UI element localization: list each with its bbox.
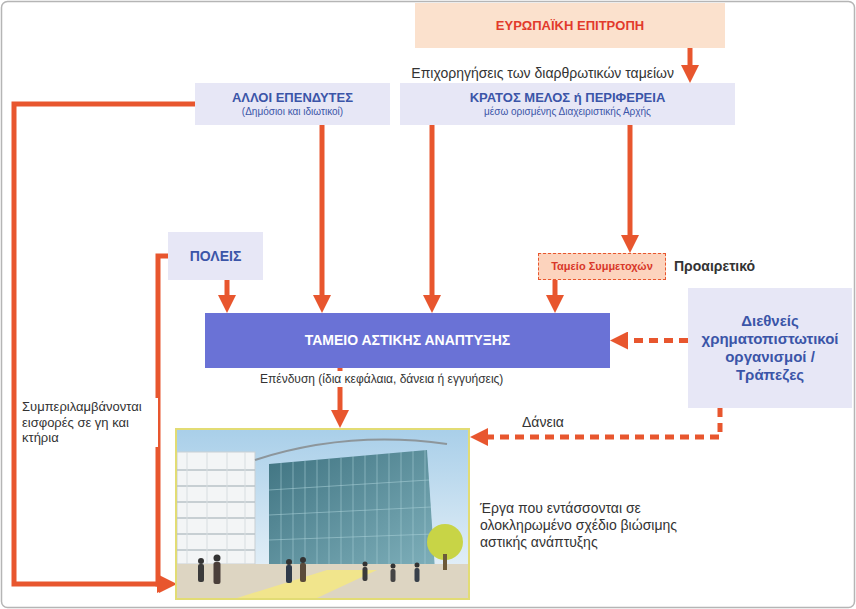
node-title: ΕΥΡΩΠΑΪΚΗ ΕΠΙΤΡΟΠΗ <box>496 18 644 34</box>
cities-box: ΠΟΛΕΙΣ <box>168 232 263 280</box>
commission-box: ΕΥΡΩΠΑΪΚΗ ΕΠΙΤΡΟΠΗ <box>415 3 725 48</box>
node-title: ΑΛΛΟΙ ΕΠΕΝΔΥΤΕΣ <box>232 90 353 106</box>
flow-arrow <box>225 280 230 295</box>
investors-box: ΑΛΛΟΙ ΕΠΕΝΔΥΤΕΣ(Δημόσιοι και ιδιωτικοί) <box>195 83 390 125</box>
person-head <box>391 564 396 569</box>
flow-arrow <box>14 104 195 584</box>
tree-trunk <box>443 554 447 570</box>
node-title: Έργα που εντάσσονται σε ολοκληρωμένο σχέ… <box>480 500 685 550</box>
investment-label: Επένδυση (ίδια κεφάλαια, δάνεια ή εγγυήσ… <box>258 371 505 387</box>
project-image-box: Έργα που εντάσσονται σε ολοκληρωμένο σχέ… <box>175 428 470 600</box>
person-head <box>363 562 368 567</box>
building-columns <box>187 452 245 564</box>
node-title: ΠΟΛΕΙΣ <box>190 248 242 265</box>
flow-arrow <box>158 256 168 584</box>
optional-note: Προαιρετικό <box>674 258 755 275</box>
person-head <box>198 558 204 564</box>
person-head <box>300 557 306 563</box>
person-head <box>415 563 420 568</box>
glass-mullions <box>281 450 425 570</box>
node-title: ΚΡΑΤΟΣ ΜΕΛΟΣ ή ΠΕΡΙΦΕΡΕΙΑ <box>470 90 666 106</box>
contribution-label: Συμπεριλαμβάνονται εισφορές σε γη και κτ… <box>20 398 158 447</box>
flow-arrow <box>688 48 693 65</box>
person-body <box>391 569 396 582</box>
yellow-path <box>237 570 377 598</box>
glass-transoms <box>269 480 433 540</box>
sky <box>177 430 468 598</box>
flow-arrow <box>628 125 633 235</box>
white-building <box>177 452 255 564</box>
node-title: Διεθνείς χρηματοπιστωτικοί οργανισμοί / … <box>694 312 846 384</box>
banks-box: Διεθνείς χρηματοπιστωτικοί οργανισμοί / … <box>688 288 852 408</box>
building-floors <box>177 470 255 550</box>
person-body <box>300 563 306 582</box>
holding-fund-box: Ταμείο Συμμετοχών <box>538 253 666 280</box>
loans-label: Δάνεια <box>520 413 566 432</box>
person-body <box>363 567 368 581</box>
plaza-ground <box>177 564 468 598</box>
glass-building <box>269 450 435 570</box>
flow-arrow <box>488 408 720 437</box>
roof-canopy <box>255 440 447 460</box>
node-title: ΤΑΜΕΙΟ ΑΣΤΙΚΗΣ ΑΝΑΠΤΥΞΗΣ <box>305 332 511 349</box>
flow-arrow <box>320 125 325 295</box>
node-title: Ταμείο Συμμετοχών <box>551 260 653 273</box>
project-illustration <box>177 430 468 598</box>
member-state-box: ΚΡΑΤΟΣ ΜΕΛΟΣ ή ΠΕΡΙΦΕΡΕΙΑμέσω ορισμένης … <box>400 83 735 125</box>
flow-arrow <box>628 338 688 343</box>
urban-fund-box: ΤΑΜΕΙΟ ΑΣΤΙΚΗΣ ΑΝΑΠΤΥΞΗΣ <box>205 313 610 368</box>
person-body <box>286 565 292 583</box>
node-subtitle: (Δημόσιοι και ιδιωτικοί) <box>242 106 343 118</box>
node-subtitle: μέσω ορισμένης Διαχειριστικής Αρχής <box>484 106 651 118</box>
flow-arrow <box>553 280 558 295</box>
person-body <box>198 564 204 582</box>
person-body <box>415 568 420 582</box>
grant-label: Επιχορηγήσεις των διαρθρωτικών ταμείων <box>330 64 676 83</box>
flow-arrow <box>430 125 435 295</box>
person-body <box>214 562 221 584</box>
person-head <box>286 559 292 565</box>
person-head <box>214 555 221 562</box>
